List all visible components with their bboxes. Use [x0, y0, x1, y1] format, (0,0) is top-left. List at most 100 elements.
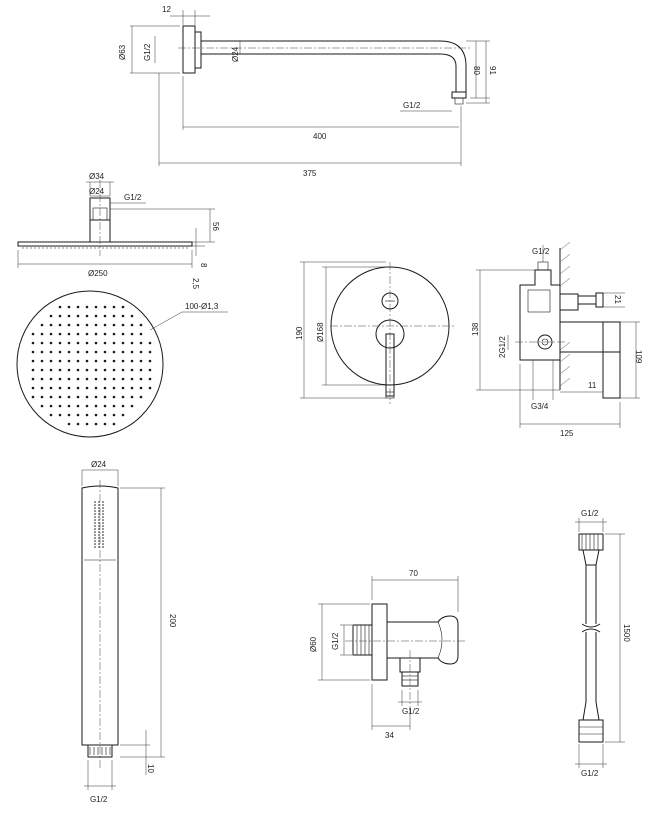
hand-shower-hole: [98, 516, 100, 518]
mixer-top-thread-label: G1/2: [532, 247, 550, 256]
nozzle-dot: [85, 368, 89, 372]
nozzle-dot: [103, 377, 107, 381]
hand-shower-hole: [102, 546, 104, 548]
hose-top-thread-label: G1/2: [581, 509, 599, 518]
mixer-width-label: 125: [560, 429, 574, 438]
nozzle-dot: [58, 341, 62, 345]
nozzle-dot: [103, 386, 107, 390]
nozzle-dot: [103, 413, 107, 417]
nozzle-dot: [40, 386, 44, 390]
nozzle-dot: [112, 323, 116, 327]
mixer-bottom-label: 11: [588, 381, 597, 390]
outlet-in-thread-label: G1/2: [331, 632, 340, 650]
nozzle-dot: [148, 386, 152, 390]
hand-shower-hole: [102, 534, 104, 536]
nozzle-dot: [67, 368, 71, 372]
nozzle-dot: [85, 332, 89, 336]
arm-flange-dia-label: Ø63: [118, 44, 127, 60]
nozzle-dot: [31, 341, 35, 345]
nozzle-dot: [40, 377, 44, 381]
nozzle-dot: [139, 368, 143, 372]
nozzle-dot: [58, 359, 62, 363]
nozzle-dot: [130, 341, 134, 345]
nozzle-dot: [40, 323, 44, 327]
nozzle-dot: [121, 314, 125, 318]
hand-shower-hole: [94, 546, 96, 548]
nozzle-dot: [148, 377, 152, 381]
head-thread-label: G1/2: [124, 193, 142, 202]
nozzle-dot: [40, 350, 44, 354]
nozzle-dot: [31, 359, 35, 363]
nozzle-dot: [103, 404, 107, 408]
hand-shower-hole: [94, 534, 96, 536]
hand-shower-hole: [98, 504, 100, 506]
nozzle-dot: [139, 395, 143, 399]
hand-shower-hole: [98, 537, 100, 539]
nozzle-dot: [76, 323, 80, 327]
nozzle-dot: [121, 359, 125, 363]
hand-shower-hole: [98, 528, 100, 530]
hand-shower-hole: [98, 519, 100, 521]
nozzle-dot: [58, 386, 62, 390]
hand-shower-hole: [102, 540, 104, 542]
nozzle-dot: [94, 386, 98, 390]
arm-total-drop-label: 91: [488, 66, 497, 75]
nozzle-dot: [130, 368, 134, 372]
hand-shower-holes: [94, 501, 104, 548]
hand-shower-hole: [102, 531, 104, 533]
hand-thread-label: G1/2: [90, 795, 108, 804]
nozzle-dot: [94, 323, 98, 327]
nozzle-dot: [67, 305, 71, 309]
wall-outlet-view: 70 Ø60 G1/2 G1/2 34: [309, 569, 465, 740]
outlet-flange-dia-label: Ø60: [309, 636, 318, 652]
nozzle-dot: [49, 377, 53, 381]
nozzle-dot: [40, 368, 44, 372]
nozzle-dot: [112, 386, 116, 390]
hand-shower-hole: [102, 528, 104, 530]
nozzle-dot: [94, 404, 98, 408]
nozzle-dot: [139, 332, 143, 336]
nozzle-dot: [49, 314, 53, 318]
mixer-inlet-thread-label: G3/4: [531, 402, 549, 411]
hand-shower-hole: [102, 507, 104, 509]
nozzle-dot: [85, 323, 89, 327]
nozzle-dot: [130, 323, 134, 327]
nozzle-dot: [139, 359, 143, 363]
hand-shower-hole: [102, 510, 104, 512]
hand-shower-hole: [94, 543, 96, 545]
nozzle-dot: [85, 386, 89, 390]
hand-shower-hole: [98, 507, 100, 509]
hand-shower-hole: [94, 519, 96, 521]
nozzle-dot: [49, 395, 53, 399]
nozzle-dot: [112, 368, 116, 372]
nozzle-dot: [121, 413, 125, 417]
hand-shower-hole: [98, 531, 100, 533]
outlet-out-thread-label: G1/2: [402, 707, 420, 716]
nozzle-dot: [76, 413, 80, 417]
nozzle-dot: [49, 332, 53, 336]
nozzle-dot: [139, 386, 143, 390]
arm-reach-label: 400: [313, 132, 327, 141]
nozzle-dot: [148, 368, 152, 372]
nozzle-dot: [94, 332, 98, 336]
nozzle-dot: [112, 332, 116, 336]
arm-drop-label: 80: [472, 66, 481, 75]
mixer-right-a-label: 21: [613, 295, 622, 304]
nozzle-dot: [103, 350, 107, 354]
nozzle-dot: [58, 368, 62, 372]
hand-shower-hole: [102, 501, 104, 503]
nozzle-dot: [112, 350, 116, 354]
nozzle-dot: [49, 386, 53, 390]
hand-shower-hole: [94, 507, 96, 509]
nozzle-dot: [121, 332, 125, 336]
arm-thread-label: G1/2: [143, 43, 152, 61]
nozzle-dot: [49, 341, 53, 345]
nozzle-dot: [67, 359, 71, 363]
nozzle-dot: [85, 377, 89, 381]
nozzle-dot: [40, 359, 44, 363]
nozzle-dot: [121, 386, 125, 390]
nozzle-dot: [130, 359, 134, 363]
nozzle-dot: [85, 305, 89, 309]
hand-shower-hole: [102, 519, 104, 521]
